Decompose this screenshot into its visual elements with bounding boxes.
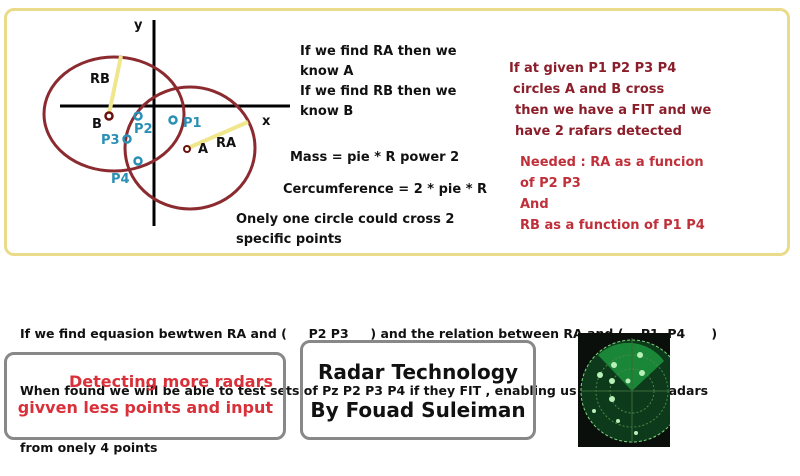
y-label: y — [134, 18, 143, 33]
text-line: know B — [300, 104, 354, 119]
text-line: givven less points and input — [17, 398, 273, 417]
fit-text: If at given P1 P2 P3 P4 circles A and B … — [509, 58, 711, 142]
x-label: x — [262, 114, 271, 129]
a-label: A — [198, 142, 209, 157]
text-line: Needed : RA as a funcion — [520, 155, 704, 170]
text-line: have 2 rafars detected — [515, 124, 682, 139]
text-line: then we have a FIT and we — [515, 103, 712, 118]
radar-screen-image — [578, 333, 670, 447]
title-line: Radar Technology — [317, 360, 519, 384]
ra-label: RA — [216, 136, 237, 151]
center-b — [104, 111, 114, 121]
p1-label: P1 — [183, 116, 202, 131]
needed-text: Needed : RA as a funcion of P2 P3 And RB… — [520, 152, 705, 236]
text-line: If we find RA then we — [300, 44, 457, 59]
text-line: Detecting more radars — [69, 372, 273, 391]
circumference-formula: Cercumference = 2 * pie * R — [283, 182, 488, 197]
circle-a — [123, 85, 257, 211]
mass-formula: Mass = pie * R power 2 — [290, 150, 460, 165]
find-ra-rb-text: If we find RA then we know A If we find … — [300, 42, 457, 122]
point-p4 — [133, 156, 143, 166]
p2-label: P2 — [134, 122, 153, 137]
text-line: Onely one circle could cross 2 — [236, 212, 455, 227]
text-line: When found we will be able to test sets … — [20, 383, 709, 398]
p3-label: P3 — [101, 133, 120, 148]
title-box: Radar Technology By Fouad Suleiman — [300, 340, 536, 440]
circle-b — [42, 55, 186, 173]
text-line: And — [520, 197, 549, 212]
radius-a — [187, 120, 249, 150]
author-line: By Fouad Suleiman — [310, 398, 526, 422]
text-line: circles A and B cross — [513, 82, 665, 97]
text-line: If we find RB then we — [300, 84, 457, 99]
b-label: B — [92, 117, 102, 132]
onely-text: Onely one circle could cross 2 specific … — [236, 210, 454, 250]
point-p3 — [122, 134, 132, 144]
text-line: know A — [300, 64, 354, 79]
point-p1 — [168, 115, 178, 125]
diagram-panel — [4, 8, 790, 256]
text-line: of P2 P3 — [520, 176, 581, 191]
circle-diagram — [42, 20, 290, 226]
radius-b — [107, 55, 123, 115]
detecting-box: Detecting more radars givven less points… — [4, 352, 286, 440]
rb-label: RB — [90, 72, 110, 87]
p4-label: P4 — [111, 172, 130, 187]
text-line: RB as a function of P1 P4 — [520, 218, 705, 233]
text-line: If at given P1 P2 P3 P4 — [509, 61, 677, 76]
point-p2 — [133, 111, 143, 121]
text-line: specific points — [236, 232, 342, 247]
center-a — [183, 145, 191, 153]
